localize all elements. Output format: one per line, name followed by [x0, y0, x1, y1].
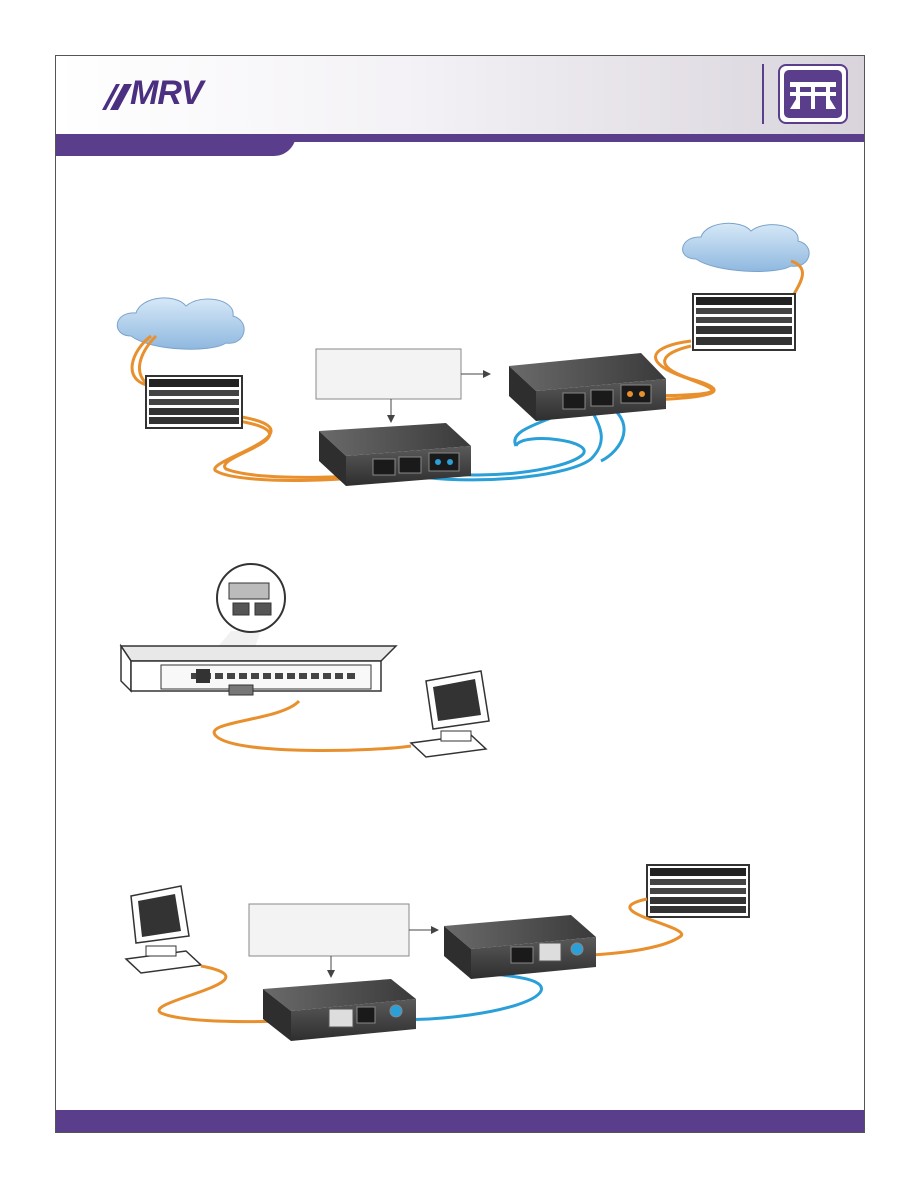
- workstation-icon: [124, 885, 203, 974]
- cloud-icon: [116, 297, 245, 350]
- network-chassis: [646, 864, 750, 918]
- copper-cable: [157, 897, 684, 1024]
- network-chassis: [145, 375, 243, 429]
- mrv-logo: MRV: [100, 74, 230, 116]
- mrv-logo-icon: [102, 84, 132, 110]
- cloud-icon: [682, 222, 810, 272]
- header: MRV: [56, 56, 864, 134]
- page-frame: MRV: [55, 55, 865, 1133]
- bridge-emblem-icon: [778, 64, 848, 124]
- diagram-canvas: [116, 222, 810, 1041]
- media-converter: [263, 979, 416, 1041]
- media-converter: [444, 915, 596, 979]
- header-divider: [762, 64, 764, 124]
- callout-box: [315, 348, 491, 423]
- footer-band: [56, 1110, 864, 1132]
- callout-box: [248, 903, 439, 978]
- media-converter: [319, 423, 471, 486]
- header-band-tab: [56, 134, 296, 156]
- diagram-switch-workstation: [119, 563, 490, 758]
- workstation-icon: [409, 670, 490, 758]
- diagram-workstation-extension: [124, 864, 750, 1041]
- header-band: [56, 134, 864, 142]
- network-chassis: [692, 293, 796, 351]
- copper-cable: [212, 699, 412, 752]
- ethernet-switch: [119, 643, 398, 696]
- brand-name: MRV: [130, 74, 204, 112]
- media-converter: [509, 353, 666, 421]
- diagram-fiber-link: [116, 222, 810, 486]
